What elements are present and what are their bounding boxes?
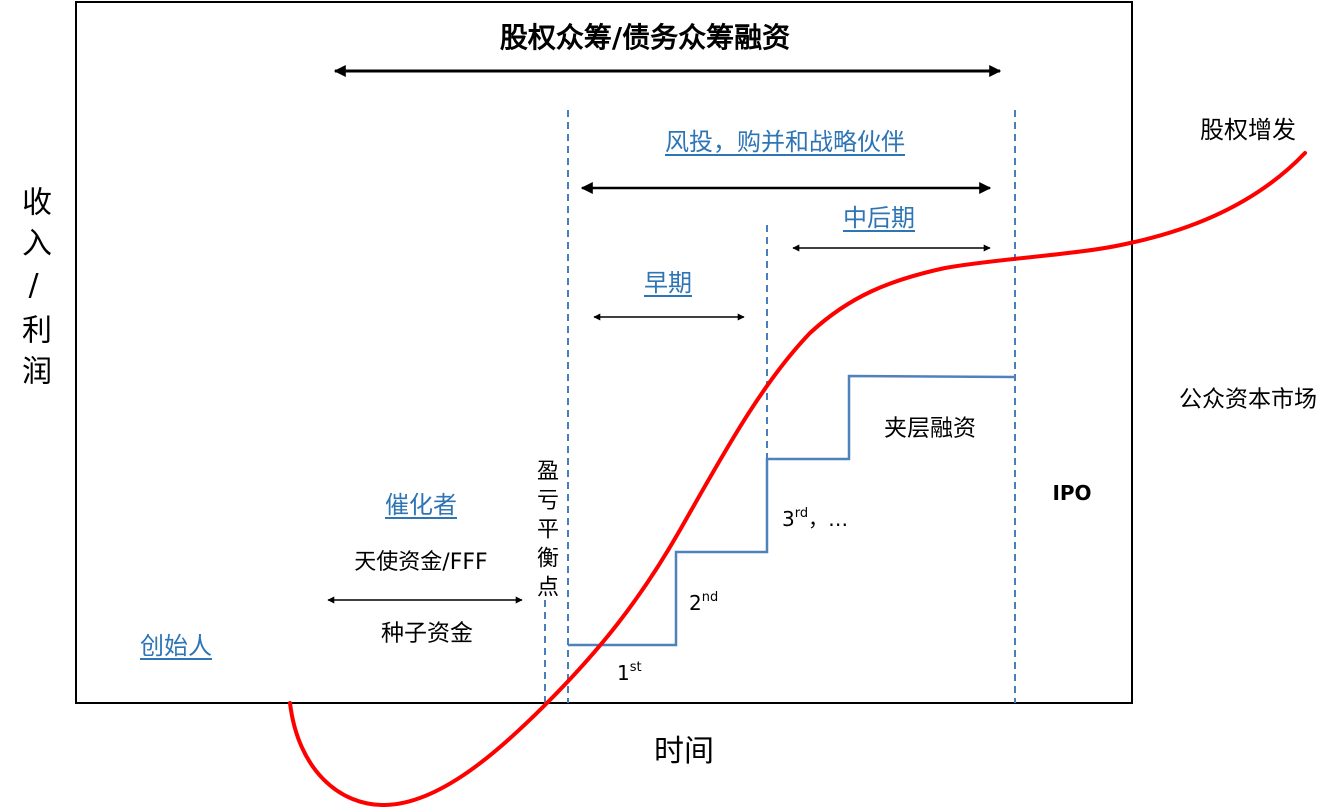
round-continuation: ，…: [808, 507, 849, 531]
round-number: 3: [782, 507, 795, 531]
round-label-1: 1st: [617, 660, 642, 685]
early-label-link[interactable]: 早期: [644, 269, 692, 297]
public-capital-market-label: 公众资本市场: [1179, 386, 1317, 413]
round-ordinal-suffix: rd: [794, 506, 809, 521]
round-number: 2: [689, 591, 702, 615]
diagram-title: 股权众筹/债务众筹融资: [499, 21, 791, 54]
round-number: 1: [617, 661, 630, 685]
funding-rounds-step-line: [568, 374, 1016, 647]
mid-late-label-link[interactable]: 中后期: [843, 204, 915, 232]
y-axis-label: 收入/利润: [16, 186, 51, 396]
x-axis-label: 时间: [654, 734, 714, 769]
ipo-label: IPO: [1052, 481, 1092, 505]
round-ordinal-suffix: st: [629, 660, 642, 675]
founder-label-link[interactable]: 创始人: [140, 632, 212, 660]
mezzanine-label: 夹层融资: [884, 415, 976, 442]
revenue-profit-curve: [288, 151, 1307, 808]
seed-funding-label: 种子资金: [381, 620, 473, 647]
round-label-3: 3rd，…: [782, 506, 849, 531]
round-ordinal-suffix: nd: [701, 590, 719, 605]
vc-label-link[interactable]: 风投，购并和战略伙伴: [665, 128, 905, 156]
angel-funding-label: 天使资金/FFF: [354, 550, 488, 575]
follow-on-offering-label: 股权增发: [1200, 116, 1296, 144]
round-label-2: 2nd: [689, 590, 719, 615]
diagram-frame: [75, 1, 1133, 704]
breakeven-label: 盈亏平衡点: [533, 459, 558, 604]
catalyst-label-link[interactable]: 催化者: [385, 491, 457, 519]
